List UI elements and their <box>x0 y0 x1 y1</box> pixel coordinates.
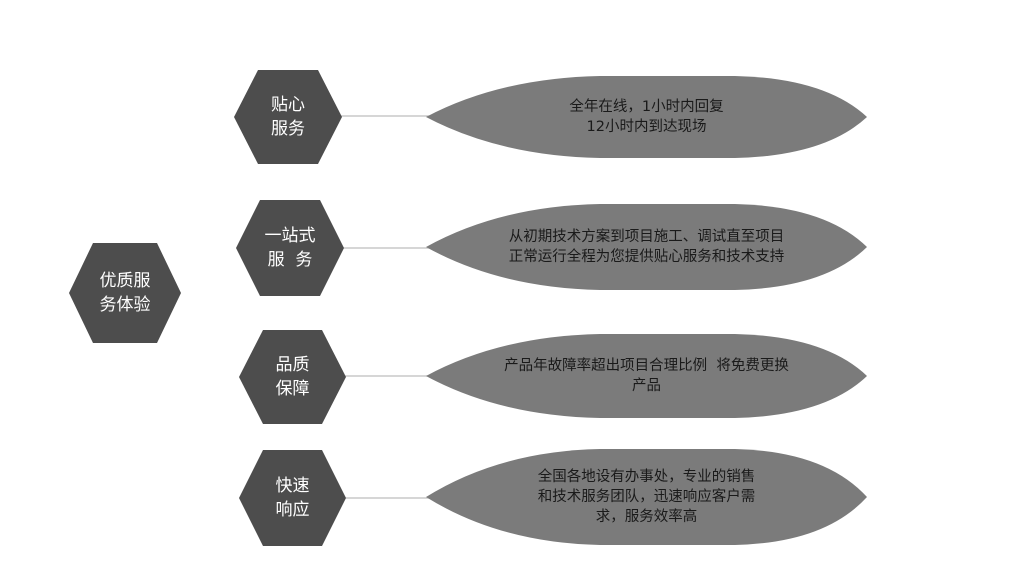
banner-description-quality-assurance: 产品年故障率超出项目合理比例 将免费更换 产品 <box>440 336 853 416</box>
branch-label-line: 品质 <box>275 355 310 375</box>
banner-description-one-stop-service: 从初期技术方案到项目施工、调试直至项目 正常运行全程为您提供贴心服务和技术支持 <box>440 206 853 288</box>
root-label: 优质服 务体验 <box>69 243 181 343</box>
banner-description-line: 正常运行全程为您提供贴心服务和技术支持 <box>508 249 785 265</box>
branch-label-line: 服 务 <box>267 250 313 270</box>
banner-description-line: 12小时内到达现场 <box>586 119 707 135</box>
branch-label-caring-service: 贴心 服务 <box>234 70 342 164</box>
branch-label-quality-assurance: 品质 保障 <box>239 330 346 424</box>
banner-description-line: 产品 <box>632 378 661 394</box>
branch-label-line: 响应 <box>275 500 310 520</box>
branch-hexagon <box>234 70 342 164</box>
banner-description-line: 从初期技术方案到项目施工、调试直至项目 <box>508 229 785 245</box>
branch-label-fast-response: 快速 响应 <box>239 450 346 546</box>
banner-description-caring-service: 全年在线，1小时内回复 12小时内到达现场 <box>440 78 853 156</box>
description-banner <box>426 334 867 418</box>
banner-description-fast-response: 全国各地设有办事处，专业的销售 和技术服务团队，迅速响应客户需 求，服务效率高 <box>440 451 853 543</box>
branch-label-line: 一站式 <box>264 226 316 246</box>
branch-hexagon <box>239 450 346 546</box>
branch-label-line: 贴心 <box>271 95 305 115</box>
banner-description-line: 产品年故障率超出项目合理比例 将免费更换 <box>504 358 789 374</box>
branch-label-one-stop-service: 一站式 服 务 <box>236 200 344 296</box>
branch-hexagon <box>239 330 346 424</box>
banner-description-line: 全年在线，1小时内回复 <box>569 99 724 115</box>
banner-description-line: 和技术服务团队，迅速响应客户需 <box>537 489 756 505</box>
branch-label-line: 服务 <box>271 119 305 139</box>
branch-label-line: 保障 <box>275 379 310 399</box>
description-banner <box>426 204 867 290</box>
branch-hexagon <box>236 200 344 296</box>
banner-description-line: 求，服务效率高 <box>595 509 698 525</box>
root-hexagon <box>69 243 181 343</box>
banner-description-line: 全国各地设有办事处，专业的销售 <box>537 469 756 485</box>
root-label-line: 优质服 <box>99 271 151 291</box>
description-banner <box>426 449 867 545</box>
root-label-line: 务体验 <box>99 295 151 315</box>
description-banner <box>426 76 867 158</box>
branch-label-line: 快速 <box>275 476 310 496</box>
